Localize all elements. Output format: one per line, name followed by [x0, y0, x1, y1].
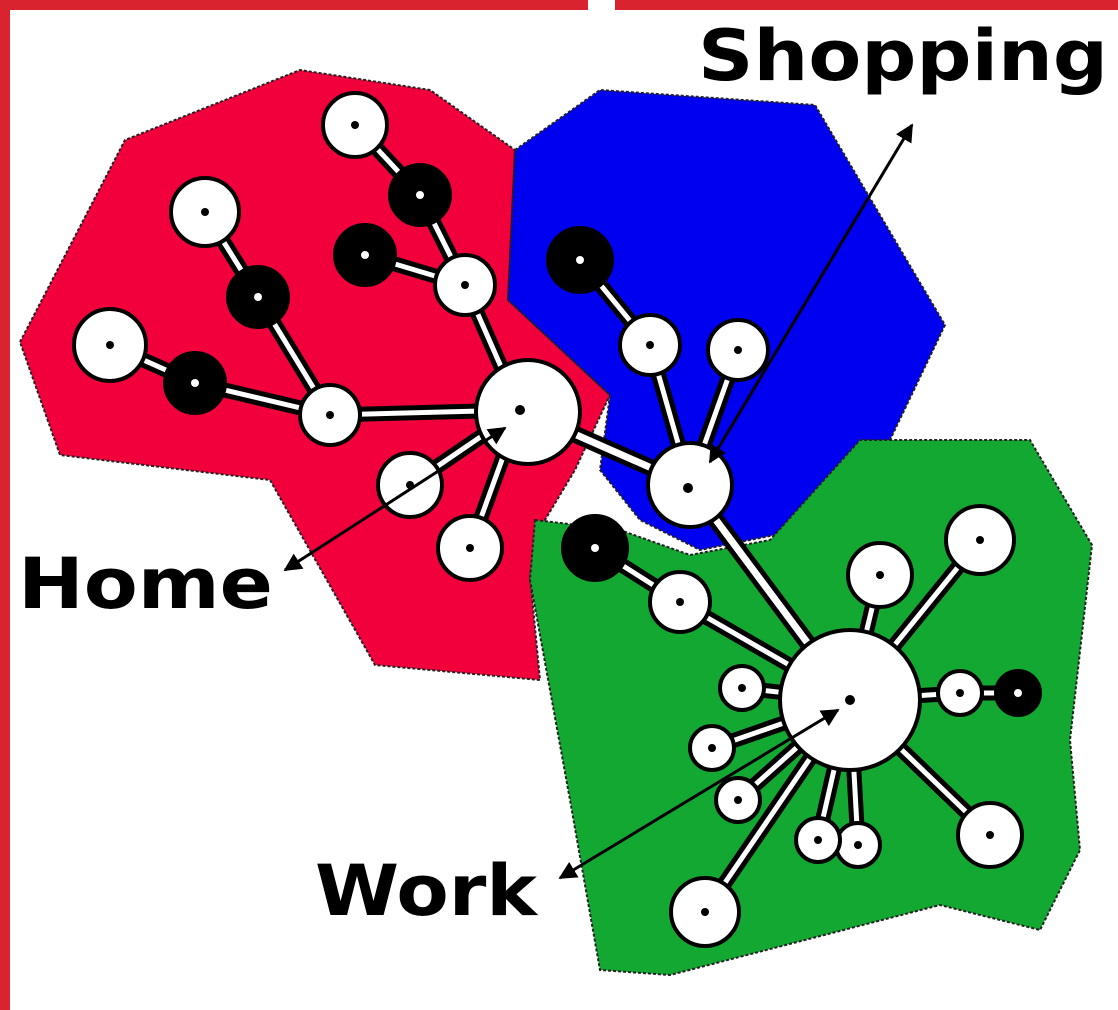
label-work: Work	[315, 850, 539, 932]
label-shopping: Shopping	[698, 15, 1108, 97]
label-home: Home	[18, 543, 273, 625]
node-home-hub	[476, 360, 580, 464]
